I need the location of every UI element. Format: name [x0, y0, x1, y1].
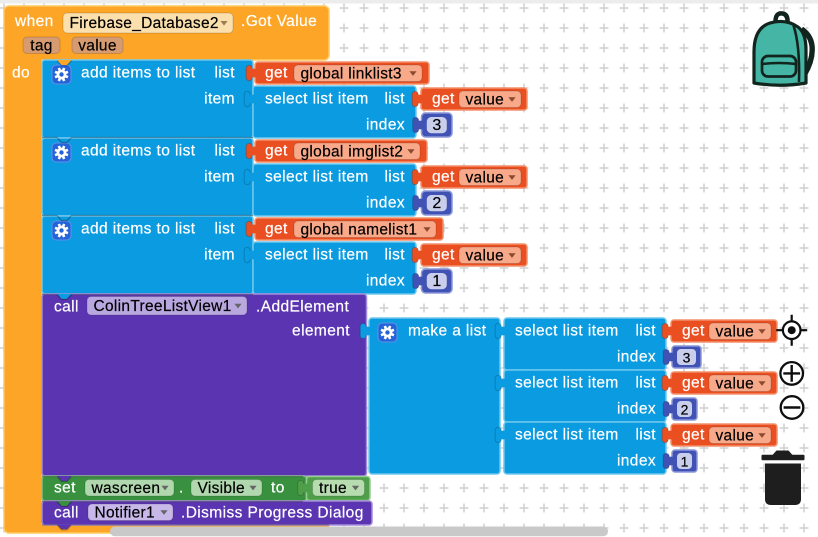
- svg-text:value: value: [466, 247, 505, 264]
- svg-text:list: list: [635, 427, 656, 444]
- svg-text:list: list: [635, 323, 656, 340]
- svg-text:Visible: Visible: [198, 480, 245, 497]
- svg-text:index: index: [366, 195, 405, 212]
- svg-text:1: 1: [432, 273, 441, 290]
- svg-text:get: get: [682, 427, 705, 444]
- svg-text:list: list: [384, 91, 405, 108]
- svg-text:wascreen: wascreen: [91, 480, 161, 497]
- svg-text:select list item: select list item: [515, 323, 619, 340]
- svg-text:list: list: [214, 143, 235, 160]
- svg-text:to: to: [271, 480, 285, 497]
- svg-text:index: index: [366, 117, 405, 134]
- svg-text:do: do: [12, 65, 30, 82]
- svg-text:item: item: [204, 247, 235, 264]
- svg-text:.: .: [179, 480, 184, 497]
- svg-text:get: get: [682, 375, 705, 392]
- svg-text:get: get: [265, 65, 288, 82]
- svg-text:tag: tag: [30, 37, 52, 54]
- svg-text:get: get: [432, 169, 455, 186]
- svg-text:get: get: [432, 91, 455, 108]
- svg-text:get: get: [682, 323, 705, 340]
- svg-text:index: index: [366, 273, 405, 290]
- svg-text:2: 2: [432, 195, 441, 212]
- svg-text:list: list: [384, 169, 405, 186]
- svg-text:make a list: make a list: [408, 323, 487, 340]
- svg-text:get: get: [432, 247, 455, 264]
- svg-text:true: true: [319, 480, 347, 497]
- svg-text:select list item: select list item: [265, 169, 369, 186]
- svg-text:value: value: [716, 323, 755, 340]
- svg-text:value: value: [466, 169, 505, 186]
- svg-text:global linklist3: global linklist3: [301, 65, 402, 82]
- svg-text:2: 2: [681, 402, 689, 418]
- svg-text:add items to list: add items to list: [81, 65, 196, 82]
- svg-text:item: item: [204, 91, 235, 108]
- svg-text:get: get: [265, 143, 288, 160]
- svg-text:item: item: [204, 169, 235, 186]
- svg-text:set: set: [54, 480, 76, 497]
- svg-text:index: index: [617, 453, 656, 470]
- svg-text:select list item: select list item: [265, 247, 369, 264]
- svg-text:3: 3: [683, 350, 691, 366]
- svg-text:.AddElement: .AddElement: [256, 299, 349, 316]
- svg-text:select list item: select list item: [515, 427, 619, 444]
- svg-text:Firebase_Database2: Firebase_Database2: [70, 15, 219, 32]
- svg-text:when: when: [14, 13, 54, 30]
- svg-text:global imglist2: global imglist2: [301, 143, 404, 160]
- svg-text:element: element: [292, 323, 350, 340]
- svg-text:3: 3: [432, 117, 441, 134]
- svg-text:ColinTreeListView1: ColinTreeListView1: [94, 298, 232, 315]
- svg-text:list: list: [214, 65, 235, 82]
- svg-text:list: list: [635, 375, 656, 392]
- svg-text:add items to list: add items to list: [81, 221, 196, 238]
- svg-text:value: value: [716, 375, 755, 392]
- svg-text:get: get: [265, 221, 288, 238]
- svg-text:global namelist1: global namelist1: [301, 221, 418, 238]
- svg-text:call: call: [54, 505, 79, 522]
- svg-text:value: value: [716, 427, 755, 444]
- svg-text:index: index: [617, 401, 656, 418]
- svg-text:list: list: [214, 221, 235, 238]
- svg-text:add items to list: add items to list: [81, 143, 196, 160]
- svg-text:select list item: select list item: [515, 375, 619, 392]
- svg-text:select list item: select list item: [265, 91, 369, 108]
- svg-text:index: index: [617, 349, 656, 366]
- svg-text:value: value: [78, 37, 117, 54]
- svg-text:.Dismiss Progress Dialog: .Dismiss Progress Dialog: [181, 505, 364, 522]
- svg-text:value: value: [466, 91, 505, 108]
- svg-text:call: call: [54, 299, 79, 316]
- svg-text:Notifier1: Notifier1: [95, 504, 155, 521]
- svg-text:1: 1: [681, 454, 689, 470]
- svg-text:.Got Value: .Got Value: [241, 13, 317, 30]
- svg-text:list: list: [384, 247, 405, 264]
